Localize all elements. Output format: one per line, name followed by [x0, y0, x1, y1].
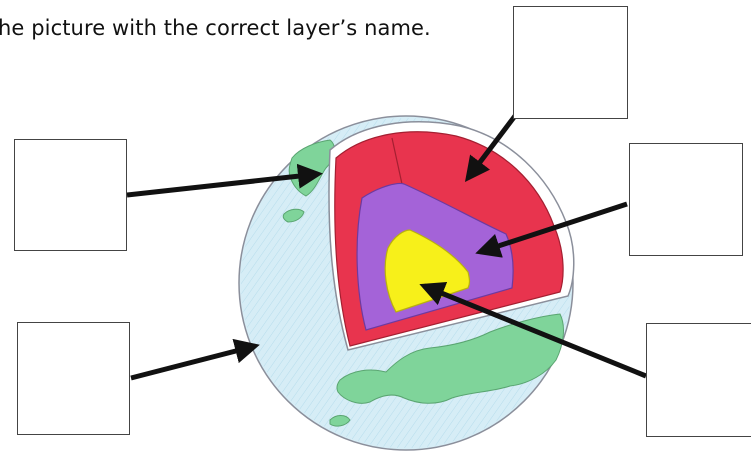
label-box-land[interactable]: [14, 139, 127, 251]
arrow-to-surface: [131, 346, 255, 378]
label-box-surface[interactable]: [17, 322, 130, 435]
label-box-inner-core[interactable]: [646, 323, 751, 437]
label-box-outer-core[interactable]: [629, 143, 743, 256]
label-box-mantle[interactable]: [513, 6, 628, 119]
